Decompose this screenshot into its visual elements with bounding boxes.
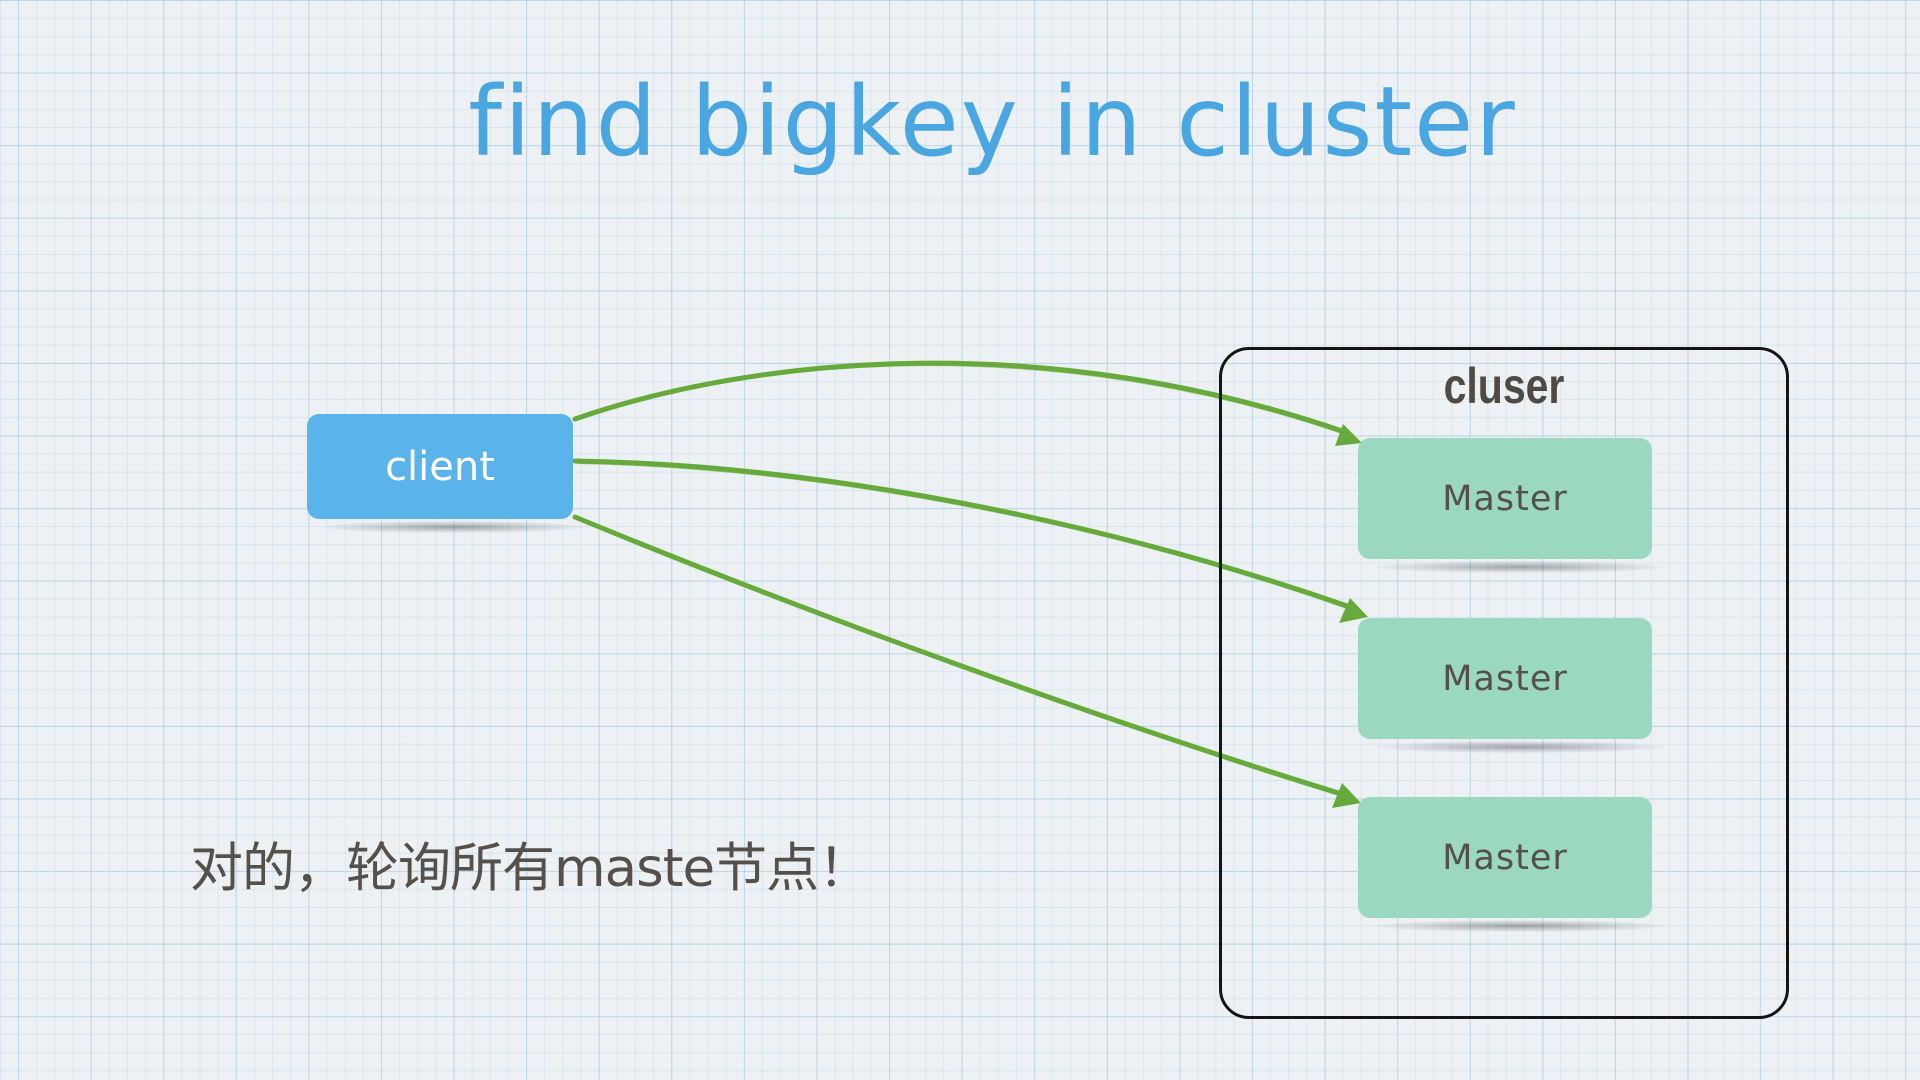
slide-title: find bigkey in cluster bbox=[468, 66, 1517, 178]
master-label: Master bbox=[1442, 478, 1568, 519]
cluster-label: cluser bbox=[1443, 358, 1565, 414]
note-text: 对的，轮询所有maste节点！ bbox=[190, 838, 871, 899]
cluster-container bbox=[1219, 347, 1789, 1019]
master-label: Master bbox=[1442, 837, 1568, 878]
client-label: client bbox=[385, 443, 495, 490]
master-node-3: Master bbox=[1358, 797, 1664, 932]
master-label: Master bbox=[1442, 658, 1568, 699]
client-node: client bbox=[307, 414, 584, 533]
master-node-2: Master bbox=[1358, 618, 1664, 753]
master-node-1: Master bbox=[1358, 438, 1664, 573]
